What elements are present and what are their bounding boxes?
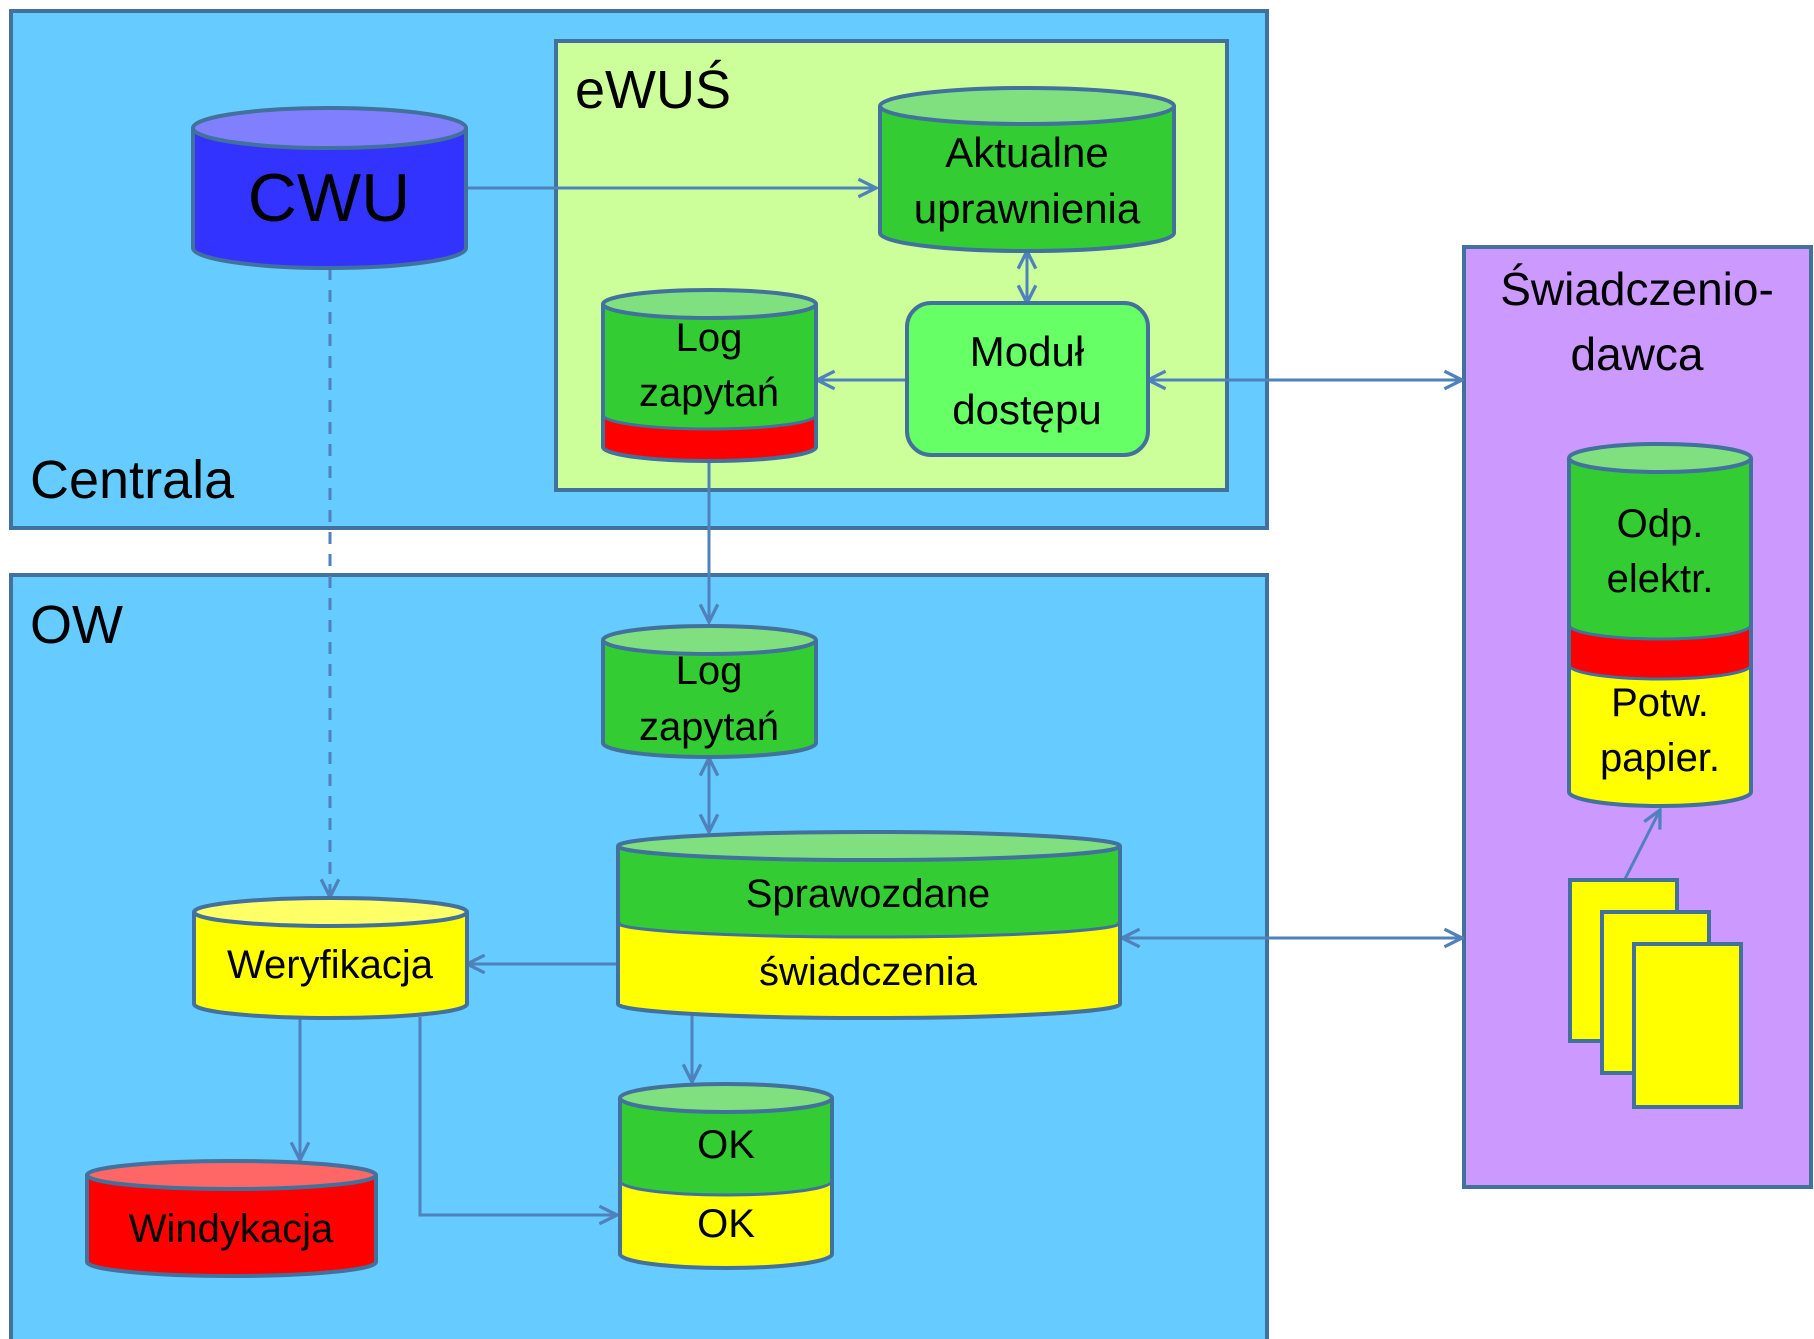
sprawozdane-label-line1: Sprawozdane <box>746 872 991 916</box>
cwu-label: CWU <box>248 160 410 236</box>
aktualne-uprawnienia-database: Aktualne uprawnienia <box>878 86 1176 253</box>
weryfikacja-database: Weryfikacja <box>192 896 469 1020</box>
sprawozdane-label-line2: świadczenia <box>759 950 978 994</box>
ok-label-line1: OK <box>697 1123 755 1167</box>
sprawozdane-swiadczenia-database: Sprawozdane świadczenia <box>616 830 1122 1020</box>
odp-label-line2: elektr. <box>1607 557 1714 601</box>
ok-database: OK OK <box>618 1082 834 1270</box>
log-zapytan-central-database: Log zapytań <box>601 288 818 463</box>
log-ow-label-line2: zapytań <box>639 705 779 749</box>
zone-ewus-label: eWUŚ <box>575 59 731 120</box>
modul-label-line1: Moduł <box>970 328 1085 375</box>
potw-label-line2: papier. <box>1600 736 1720 780</box>
log-central-label-line2: zapytań <box>639 371 779 415</box>
zone-swiadczeniodawca-label-line2: dawca <box>1571 328 1704 380</box>
paper-document-3 <box>1632 942 1743 1109</box>
ok-label-line2: OK <box>697 1202 755 1246</box>
potw-label-line1: Potw. <box>1611 681 1709 725</box>
zone-ow-label: OW <box>30 595 123 655</box>
odp-label-line1: Odp. <box>1617 502 1704 546</box>
odp-potw-database: Odp. elektr. Potw. papier. <box>1567 442 1753 808</box>
zone-swiadczeniodawca-label-line1: Świadczenio- <box>1500 263 1774 315</box>
zone-centrala-label: Centrala <box>30 450 235 510</box>
modul-dostepu-box: Moduł dostępu <box>905 301 1150 457</box>
windykacja-database: Windykacja <box>85 1159 378 1278</box>
paper-documents <box>1568 878 1743 1109</box>
log-central-label-line1: Log <box>676 316 743 360</box>
edge-papers-to-odp <box>1623 810 1660 880</box>
aktualne-label-line2: uprawnienia <box>914 185 1141 232</box>
log-zapytan-ow-database: Log zapytań <box>601 624 818 759</box>
modul-label-line2: dostępu <box>952 386 1101 433</box>
windykacja-label: Windykacja <box>129 1207 334 1251</box>
edge-weryfikacja-to-ok <box>418 1017 617 1215</box>
log-ow-label-line1: Log <box>676 649 743 693</box>
cwu-database: CWU <box>191 106 468 270</box>
aktualne-label-line1: Aktualne <box>945 129 1108 176</box>
weryfikacja-label: Weryfikacja <box>227 943 434 987</box>
